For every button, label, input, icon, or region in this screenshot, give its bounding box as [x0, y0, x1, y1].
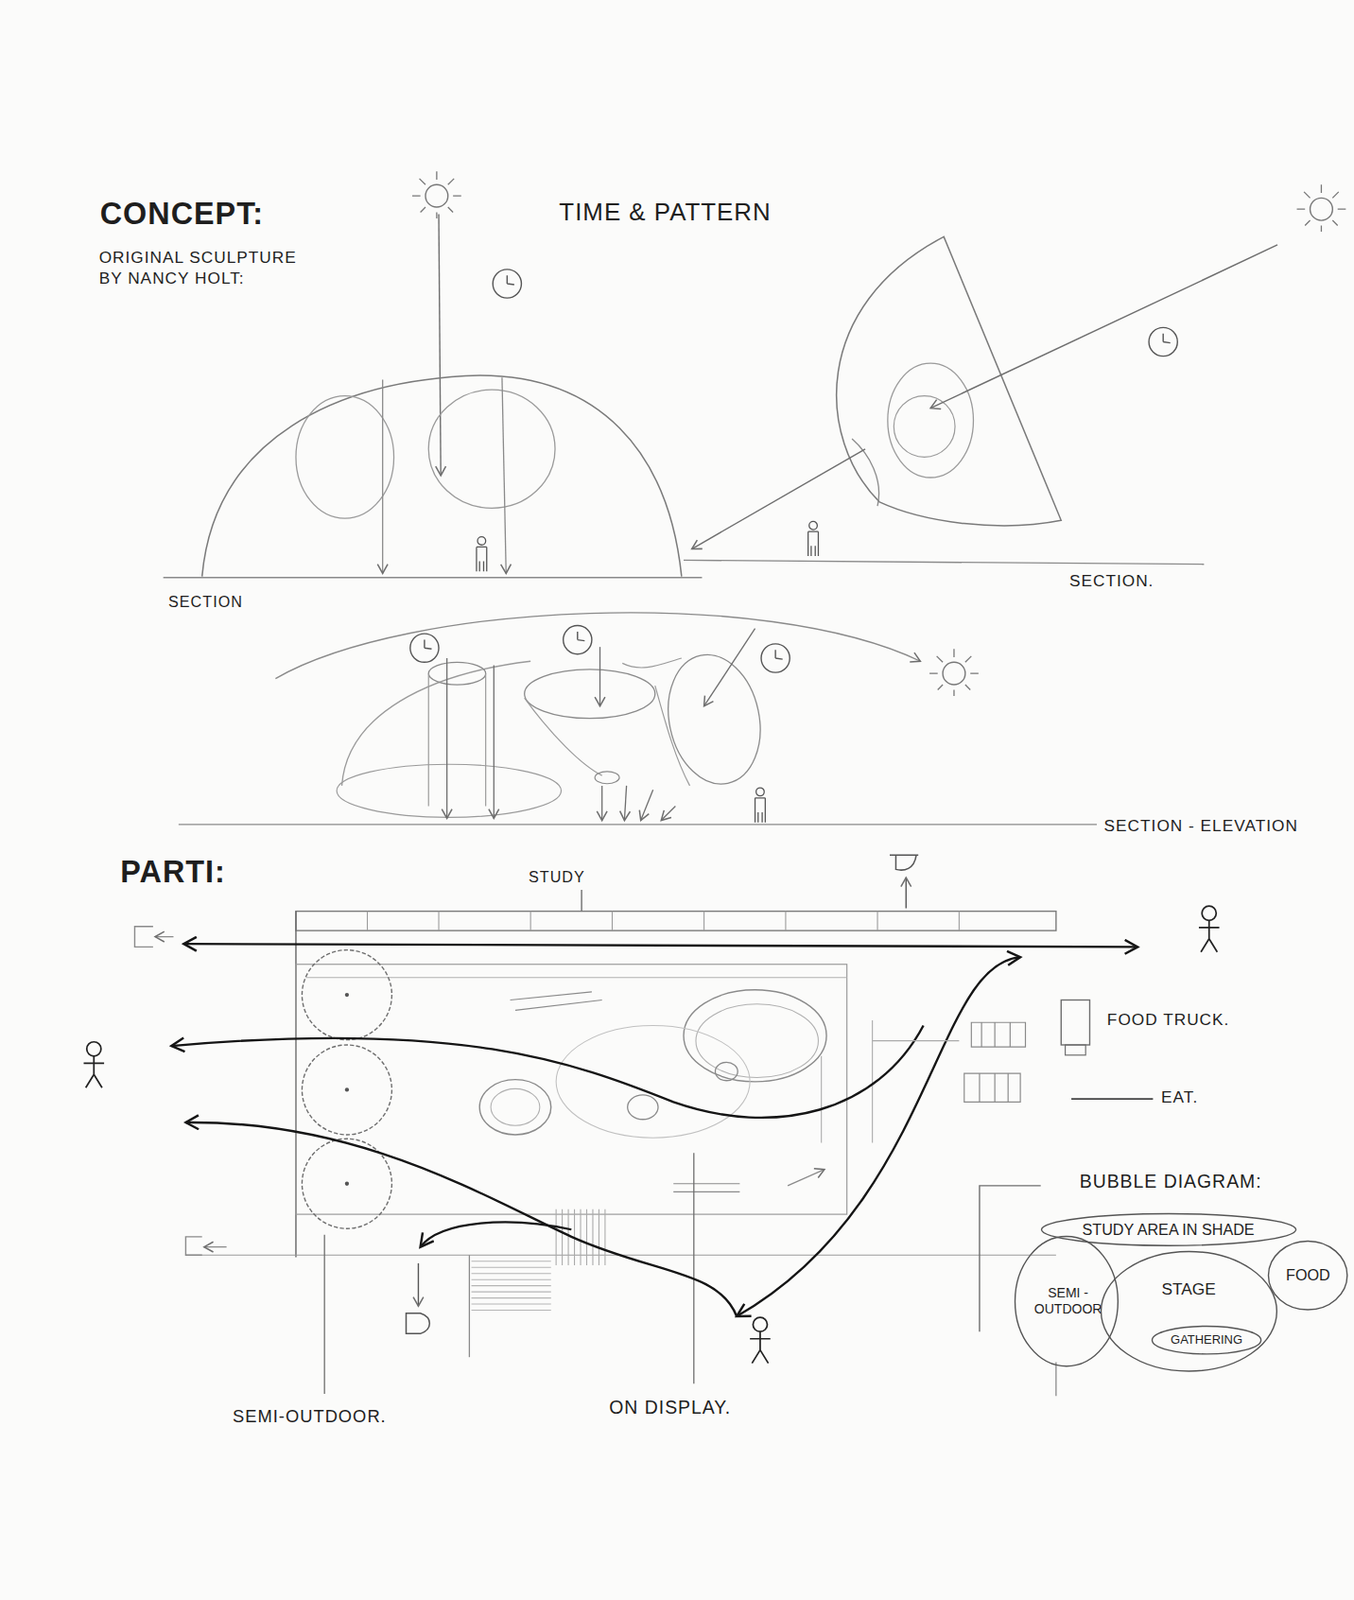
zone-label: SEMI-OUTDOOR. [232, 1406, 387, 1428]
view-label: SECTION [168, 591, 244, 611]
bubble-label: STAGE [1162, 1279, 1216, 1300]
bubble-node: FOOD [1267, 1239, 1349, 1312]
legend-label: FOOD TRUCK. [1107, 1009, 1231, 1031]
bubble-label: SEMI - OUTDOOR [1032, 1284, 1105, 1318]
section-heading: BUBBLE DIAGRAM: [1079, 1169, 1263, 1193]
bubble-label: FOOD [1285, 1266, 1331, 1285]
view-label: SECTION. [1069, 571, 1154, 592]
bubble-outline [1099, 1249, 1279, 1372]
zone-label: STUDY [528, 867, 586, 886]
bubble-node: STUDY AREA IN SHADE [1040, 1212, 1298, 1248]
zone-label: ON DISPLAY. [608, 1395, 731, 1419]
food-truck-symbol [964, 1000, 1091, 1103]
note-text: ORIGINAL SCULPTURE BY NANCY HOLT: [99, 247, 319, 289]
bubble-node: STAGE GATHERING [1099, 1249, 1279, 1372]
bubble-node: GATHERING [1150, 1324, 1263, 1355]
bubble-label: GATHERING [1170, 1332, 1243, 1348]
bubble-node: SEMI - OUTDOOR [1013, 1234, 1120, 1368]
section-heading: CONCEPT: [100, 194, 264, 233]
section-heading: PARTI: [120, 852, 226, 891]
view-label: SECTION - ELEVATION [1104, 815, 1299, 837]
legend-label: EAT. [1161, 1087, 1198, 1109]
sheet-title: TIME & PATTERN [558, 196, 771, 227]
bubble-label: STUDY AREA IN SHADE [1082, 1220, 1255, 1239]
eat-line-symbol [1071, 1097, 1153, 1100]
